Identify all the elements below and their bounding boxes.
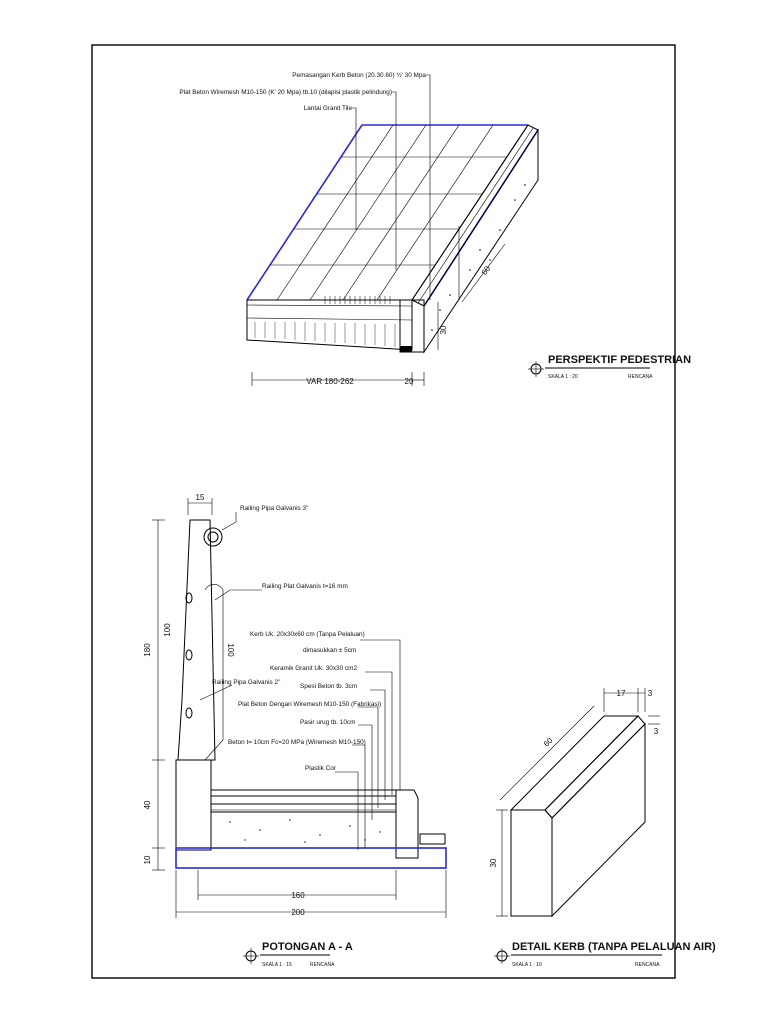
section-label-kerb: Kerb Uk. 20x30x60 cm (Tanpa Pelaluan) — [250, 631, 365, 638]
kerb-dim-height: 30 — [489, 858, 498, 867]
perspective-dim-height: 30 — [439, 325, 448, 334]
perspective-pedestrian-drawing — [246, 74, 539, 386]
kerb-dim-top-width: 17 — [617, 689, 626, 698]
perspective-label-kerb: Pemasangan Kerb Beton (20.30.60) ½' 30 M… — [292, 71, 426, 79]
kerb-status: RENCANA — [635, 962, 660, 968]
section-label-plastic: Plastik Cor — [305, 765, 337, 772]
section-label-ceramic: Keramik Granit Uk. 30x30 cm2 — [270, 665, 357, 672]
section-label-slab: Plat Beton Dengan Wiremesh M10-150 (Fabr… — [238, 701, 381, 708]
section-label-sand: Pasir urug tb. 10cm — [300, 719, 355, 726]
perspective-dim-width: VAR 180-262 — [306, 377, 354, 386]
section-label-rail-pipe-2: Railing Pipa Galvanis 2" — [212, 679, 280, 686]
section-label-concrete: Beton t= 10cm Fc=20 MPa (Wiremesh M10-15… — [228, 739, 366, 746]
section-drawing — [152, 498, 447, 918]
kerb-title: DETAIL KERB (TANPA PELALUAN AIR) — [512, 941, 716, 953]
kerb-detail-drawing — [496, 688, 660, 918]
perspective-label-tile: Lantai Granit Tile — [304, 105, 353, 112]
perspective-label-slab: Plat Beton Wiremesh M10-150 (K' 20 Mpa) … — [179, 89, 392, 96]
kerb-scale: SKALA 1 : 10 — [512, 962, 542, 968]
section-scale: SKALA 1 : 15 — [262, 962, 292, 968]
section-dim-base: 40 — [143, 800, 152, 809]
section-dim-height-total: 180 — [143, 643, 152, 657]
section-dim-total-width: 200 — [291, 908, 305, 917]
section-dim-top: 15 — [196, 493, 205, 502]
kerb-dim-chamfer-a: 3 — [648, 689, 653, 698]
perspective-title: PERSPEKTIF PEDESTRIAN — [548, 354, 691, 366]
perspective-dim-kerb: 20 — [405, 377, 414, 386]
section-dim-rail: 100 — [163, 623, 172, 637]
section-label-embed: dimasukkan ± 5cm — [303, 647, 356, 654]
kerb-title-block — [494, 948, 662, 964]
section-title: POTONGAN A - A — [262, 941, 353, 953]
section-title-block — [243, 948, 330, 964]
sheet-border — [91, 44, 676, 979]
section-status: RENCANA — [310, 962, 335, 968]
kerb-dim-chamfer-b: 3 — [654, 727, 659, 736]
section-label-rail-pipe-3: Railing Pipa Galvanis 3" — [240, 505, 308, 512]
section-label-mortar: Spesi Beton tb. 3cm — [300, 683, 357, 690]
perspective-scale: SKALA 1 : 20 — [548, 374, 578, 380]
perspective-title-block — [528, 361, 650, 377]
section-dim-foot: 10 — [143, 855, 152, 864]
section-dim-inner-width: 160 — [291, 891, 305, 900]
perspective-status: RENCANA — [628, 374, 653, 380]
section-label-rail-plate: Railing Plat Galvanis t=16 mm — [262, 583, 348, 590]
section-dim-rail-inner: 100 — [226, 643, 235, 657]
